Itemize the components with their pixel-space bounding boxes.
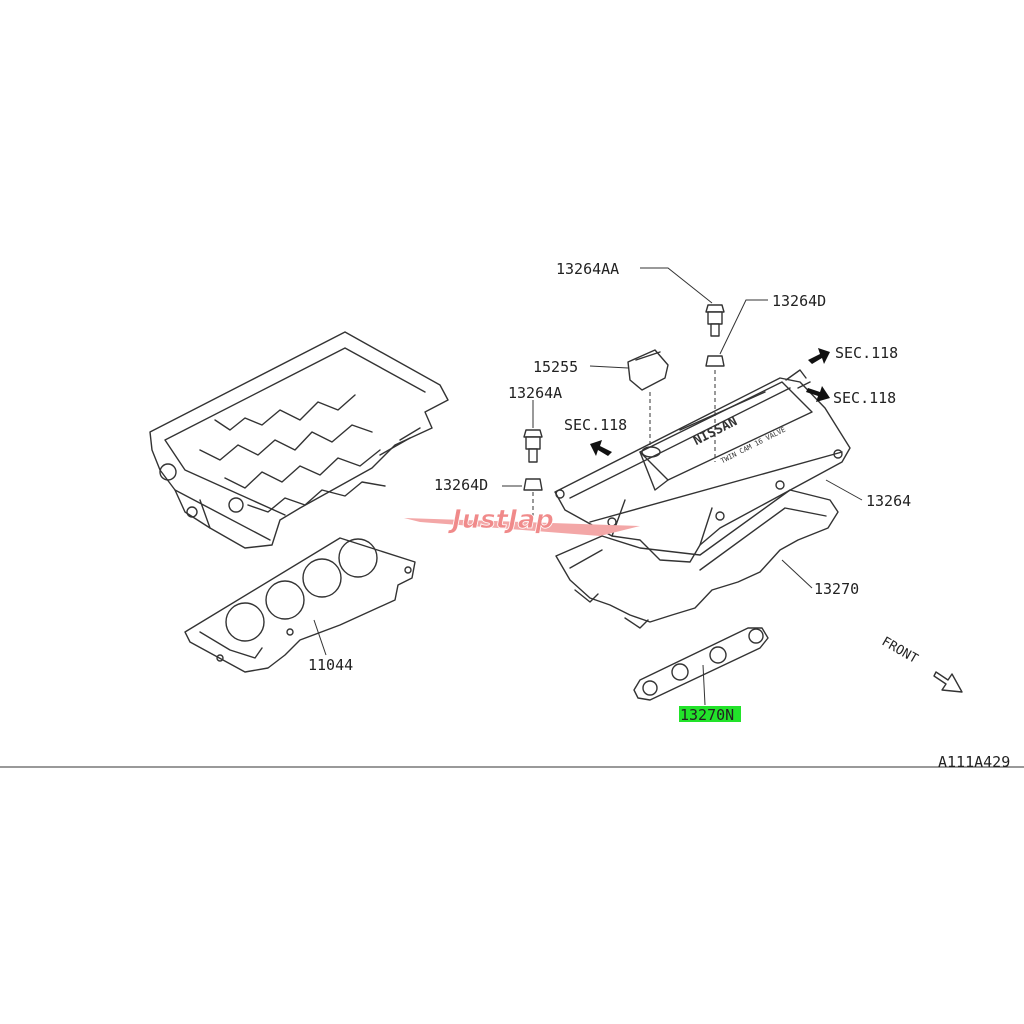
leader-13270N [702,664,706,706]
washer-13264D-top [705,355,725,367]
label-sec-right-bottom: SEC.118 [833,389,896,407]
sec-arrow-left [590,440,612,456]
oil-cap [627,349,669,391]
plug-tube-gasket [633,627,769,701]
leader-13264 [825,479,863,501]
label-front: FRONT [879,634,921,667]
arrow-icon [590,440,612,456]
front-arrow-icon [933,671,963,693]
label-11044: 11044 [308,656,353,674]
watermark-text: JustJap [447,505,554,535]
bolt-13264A [523,429,543,463]
label-13270N: 13270N [680,706,734,724]
label-13264A: 13264A [508,384,562,402]
leader-13270 [781,559,813,589]
sec-arrow-right-bottom [806,386,830,402]
cylinder-head [149,331,449,549]
rocker-cover-gasket [555,489,839,629]
washer-13264D-left [523,478,543,491]
front-indicator: FRONT [879,634,921,667]
rocker-cover: NISSAN TWIN CAM 16 VALVE [554,369,851,563]
leader-13264D-top [719,299,768,355]
label-13264: 13264 [866,492,911,510]
label-13270: 13270 [814,580,859,598]
watermark: JustJap [404,505,640,536]
leader-15255 [589,365,629,369]
highlight-13270N [679,706,741,722]
label-13264D-left: 13264D [434,476,488,494]
label-sec-left: SEC.118 [564,416,627,434]
arrow-icon [806,386,830,402]
bolt-13264AA [705,304,725,337]
label-13264AA: 13264AA [556,260,619,278]
leader-11044 [313,619,327,656]
leader-13264AA [640,267,713,304]
head-gasket [184,537,416,673]
sec-arrow-right-top [808,348,830,364]
label-13264D-top: 13264D [772,292,826,310]
ref-code: A111A429 [938,753,1010,771]
label-15255: 15255 [533,358,578,376]
arrow-icon [808,348,830,364]
label-sec-right-top: SEC.118 [835,344,898,362]
